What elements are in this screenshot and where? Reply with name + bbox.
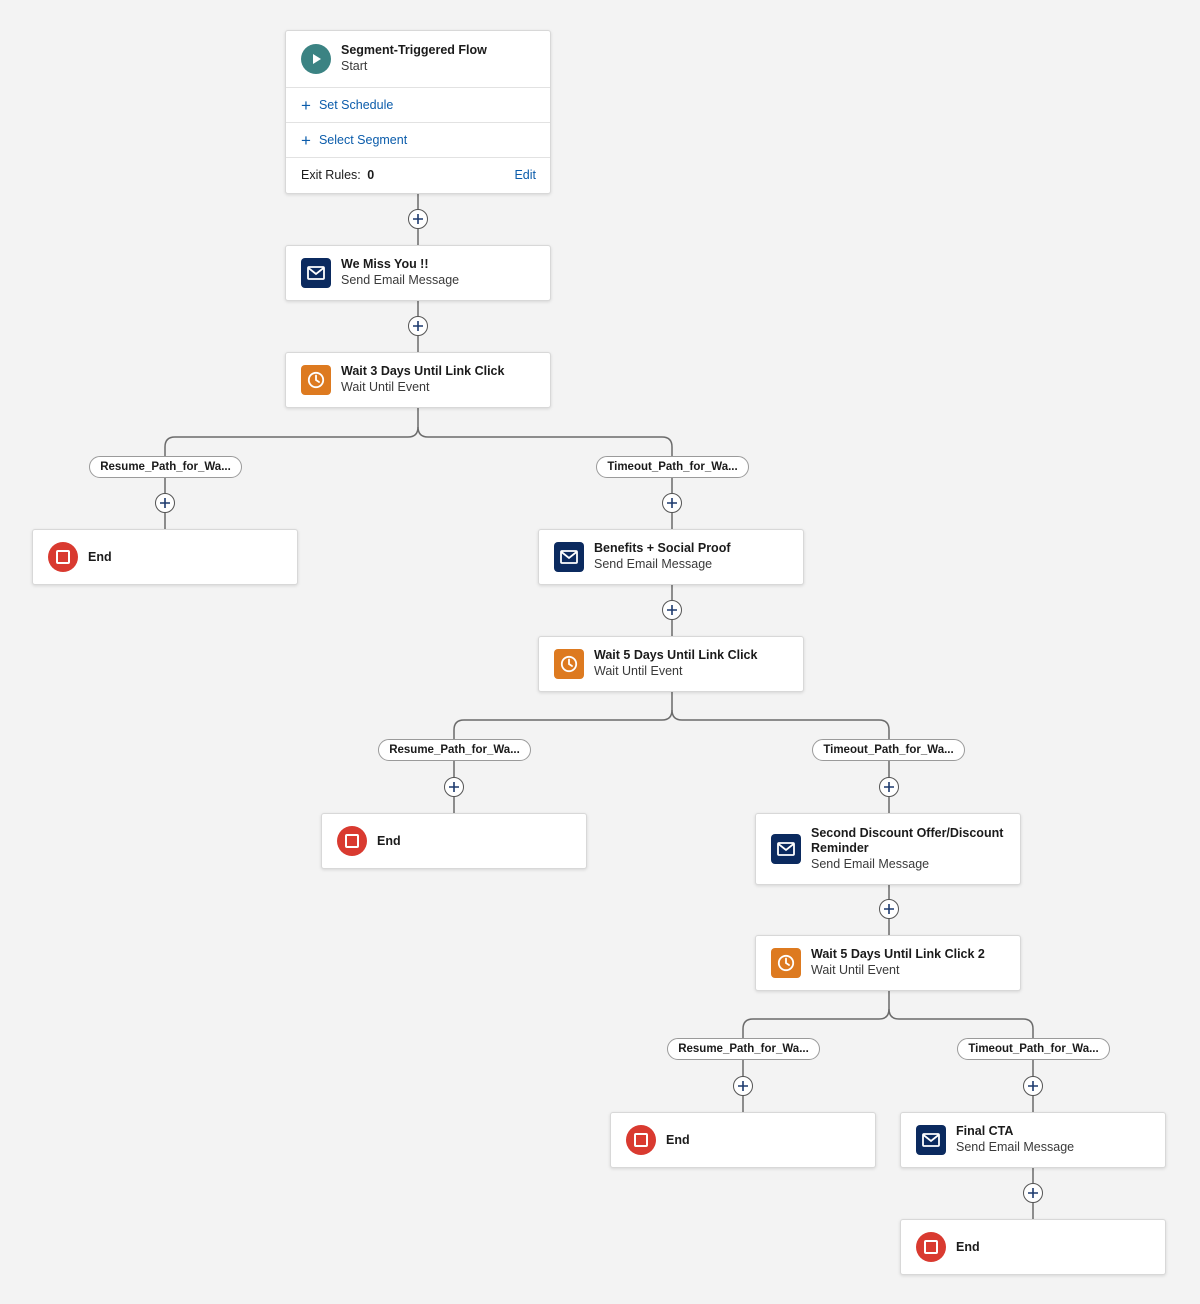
node-title: End (956, 1239, 980, 1254)
plus-icon (413, 321, 423, 331)
plus-icon: + (301, 95, 311, 115)
select-segment-button[interactable]: + Select Segment (286, 123, 550, 158)
clock-icon (554, 649, 584, 679)
stop-icon (48, 542, 78, 572)
wait-node-3-days[interactable]: Wait 3 Days Until Link Click Wait Until … (285, 352, 551, 408)
clock-icon (301, 365, 331, 395)
resume-path-label[interactable]: Resume_Path_for_Wa... (667, 1038, 820, 1060)
email-node-benefits[interactable]: Benefits + Social Proof Send Email Messa… (538, 529, 804, 585)
node-subtitle: Send Email Message (811, 856, 930, 871)
envelope-icon (554, 542, 584, 572)
node-title: Wait 5 Days Until Link Click 2 (811, 947, 985, 961)
exit-rules-row: Exit Rules: 0 Edit (286, 158, 550, 192)
plus-icon (449, 782, 459, 792)
node-subtitle: Send Email Message (594, 557, 713, 571)
node-title: End (377, 833, 401, 848)
add-element-button[interactable] (733, 1076, 753, 1096)
node-subtitle: Send Email Message (956, 1140, 1075, 1154)
plus-icon (667, 498, 677, 508)
envelope-icon (301, 258, 331, 288)
email-node-second-discount[interactable]: Second Discount Offer/Discount Reminder … (755, 813, 1021, 885)
node-title: Wait 3 Days Until Link Click (341, 364, 505, 378)
stop-icon (916, 1232, 946, 1262)
timeout-path-label[interactable]: Timeout_Path_for_Wa... (596, 456, 749, 478)
envelope-icon (771, 834, 801, 864)
start-subtitle: Start (341, 59, 368, 73)
connector-line (453, 691, 673, 813)
end-node[interactable]: End (321, 813, 587, 869)
resume-path-label[interactable]: Resume_Path_for_Wa... (378, 739, 531, 761)
timeout-path-label[interactable]: Timeout_Path_for_Wa... (812, 739, 965, 761)
connector-line (417, 426, 673, 529)
add-element-button[interactable] (879, 899, 899, 919)
plus-icon (738, 1081, 748, 1091)
stop-icon (626, 1125, 656, 1155)
resume-path-label[interactable]: Resume_Path_for_Wa... (89, 456, 242, 478)
wait-node-5-days[interactable]: Wait 5 Days Until Link Click Wait Until … (538, 636, 804, 692)
set-schedule-label: Set Schedule (318, 98, 394, 112)
stop-icon (337, 826, 367, 856)
end-node[interactable]: End (610, 1112, 876, 1168)
node-title: End (88, 549, 112, 564)
set-schedule-button[interactable]: + Set Schedule (286, 88, 550, 123)
envelope-icon (916, 1125, 946, 1155)
add-element-button[interactable] (879, 777, 899, 797)
wait-node-5-days-2[interactable]: Wait 5 Days Until Link Click 2 Wait Unti… (755, 935, 1021, 991)
start-title: Segment-Triggered Flow (341, 43, 487, 57)
plus-icon (413, 214, 423, 224)
plus-icon (884, 782, 894, 792)
plus-icon (884, 904, 894, 914)
plus-icon: + (301, 130, 311, 150)
node-subtitle: Send Email Message (341, 273, 460, 287)
plus-icon (667, 605, 677, 615)
connector-line (164, 407, 419, 529)
node-subtitle: Wait Until Event (811, 963, 900, 977)
end-node[interactable]: End (32, 529, 298, 585)
plus-icon (160, 498, 170, 508)
add-element-button[interactable] (155, 493, 175, 513)
add-element-button[interactable] (408, 209, 428, 229)
email-node-we-miss-you[interactable]: We Miss You !! Send Email Message (285, 245, 551, 301)
node-subtitle: Wait Until Event (594, 664, 683, 678)
connector-line (742, 990, 890, 1112)
start-card[interactable]: Segment-Triggered Flow Start + Set Sched… (285, 30, 551, 194)
node-title: We Miss You !! (341, 257, 429, 271)
node-subtitle: Wait Until Event (341, 380, 430, 394)
play-icon (301, 44, 331, 74)
add-element-button[interactable] (662, 600, 682, 620)
exit-rules-label: Exit Rules: (301, 168, 361, 182)
timeout-path-label[interactable]: Timeout_Path_for_Wa... (957, 1038, 1110, 1060)
email-node-final-cta[interactable]: Final CTA Send Email Message (900, 1112, 1166, 1168)
node-title: Second Discount Offer/Discount Reminder (811, 825, 1004, 855)
node-title: Final CTA (956, 1124, 1014, 1138)
select-segment-label: Select Segment (318, 133, 408, 147)
add-element-button[interactable] (444, 777, 464, 797)
node-title: Benefits + Social Proof (594, 541, 731, 555)
node-title: End (666, 1132, 690, 1147)
connector-line (671, 709, 890, 813)
edit-exit-rules-link[interactable]: Edit (514, 168, 536, 182)
add-element-button[interactable] (662, 493, 682, 513)
plus-icon (1028, 1188, 1038, 1198)
add-element-button[interactable] (1023, 1076, 1043, 1096)
add-element-button[interactable] (408, 316, 428, 336)
start-header[interactable]: Segment-Triggered Flow Start (286, 31, 550, 88)
clock-icon (771, 948, 801, 978)
node-title: Wait 5 Days Until Link Click (594, 648, 758, 662)
exit-rules-value: 0 (367, 168, 375, 182)
add-element-button[interactable] (1023, 1183, 1043, 1203)
connector-line (888, 1008, 1034, 1112)
plus-icon (1028, 1081, 1038, 1091)
end-node[interactable]: End (900, 1219, 1166, 1275)
